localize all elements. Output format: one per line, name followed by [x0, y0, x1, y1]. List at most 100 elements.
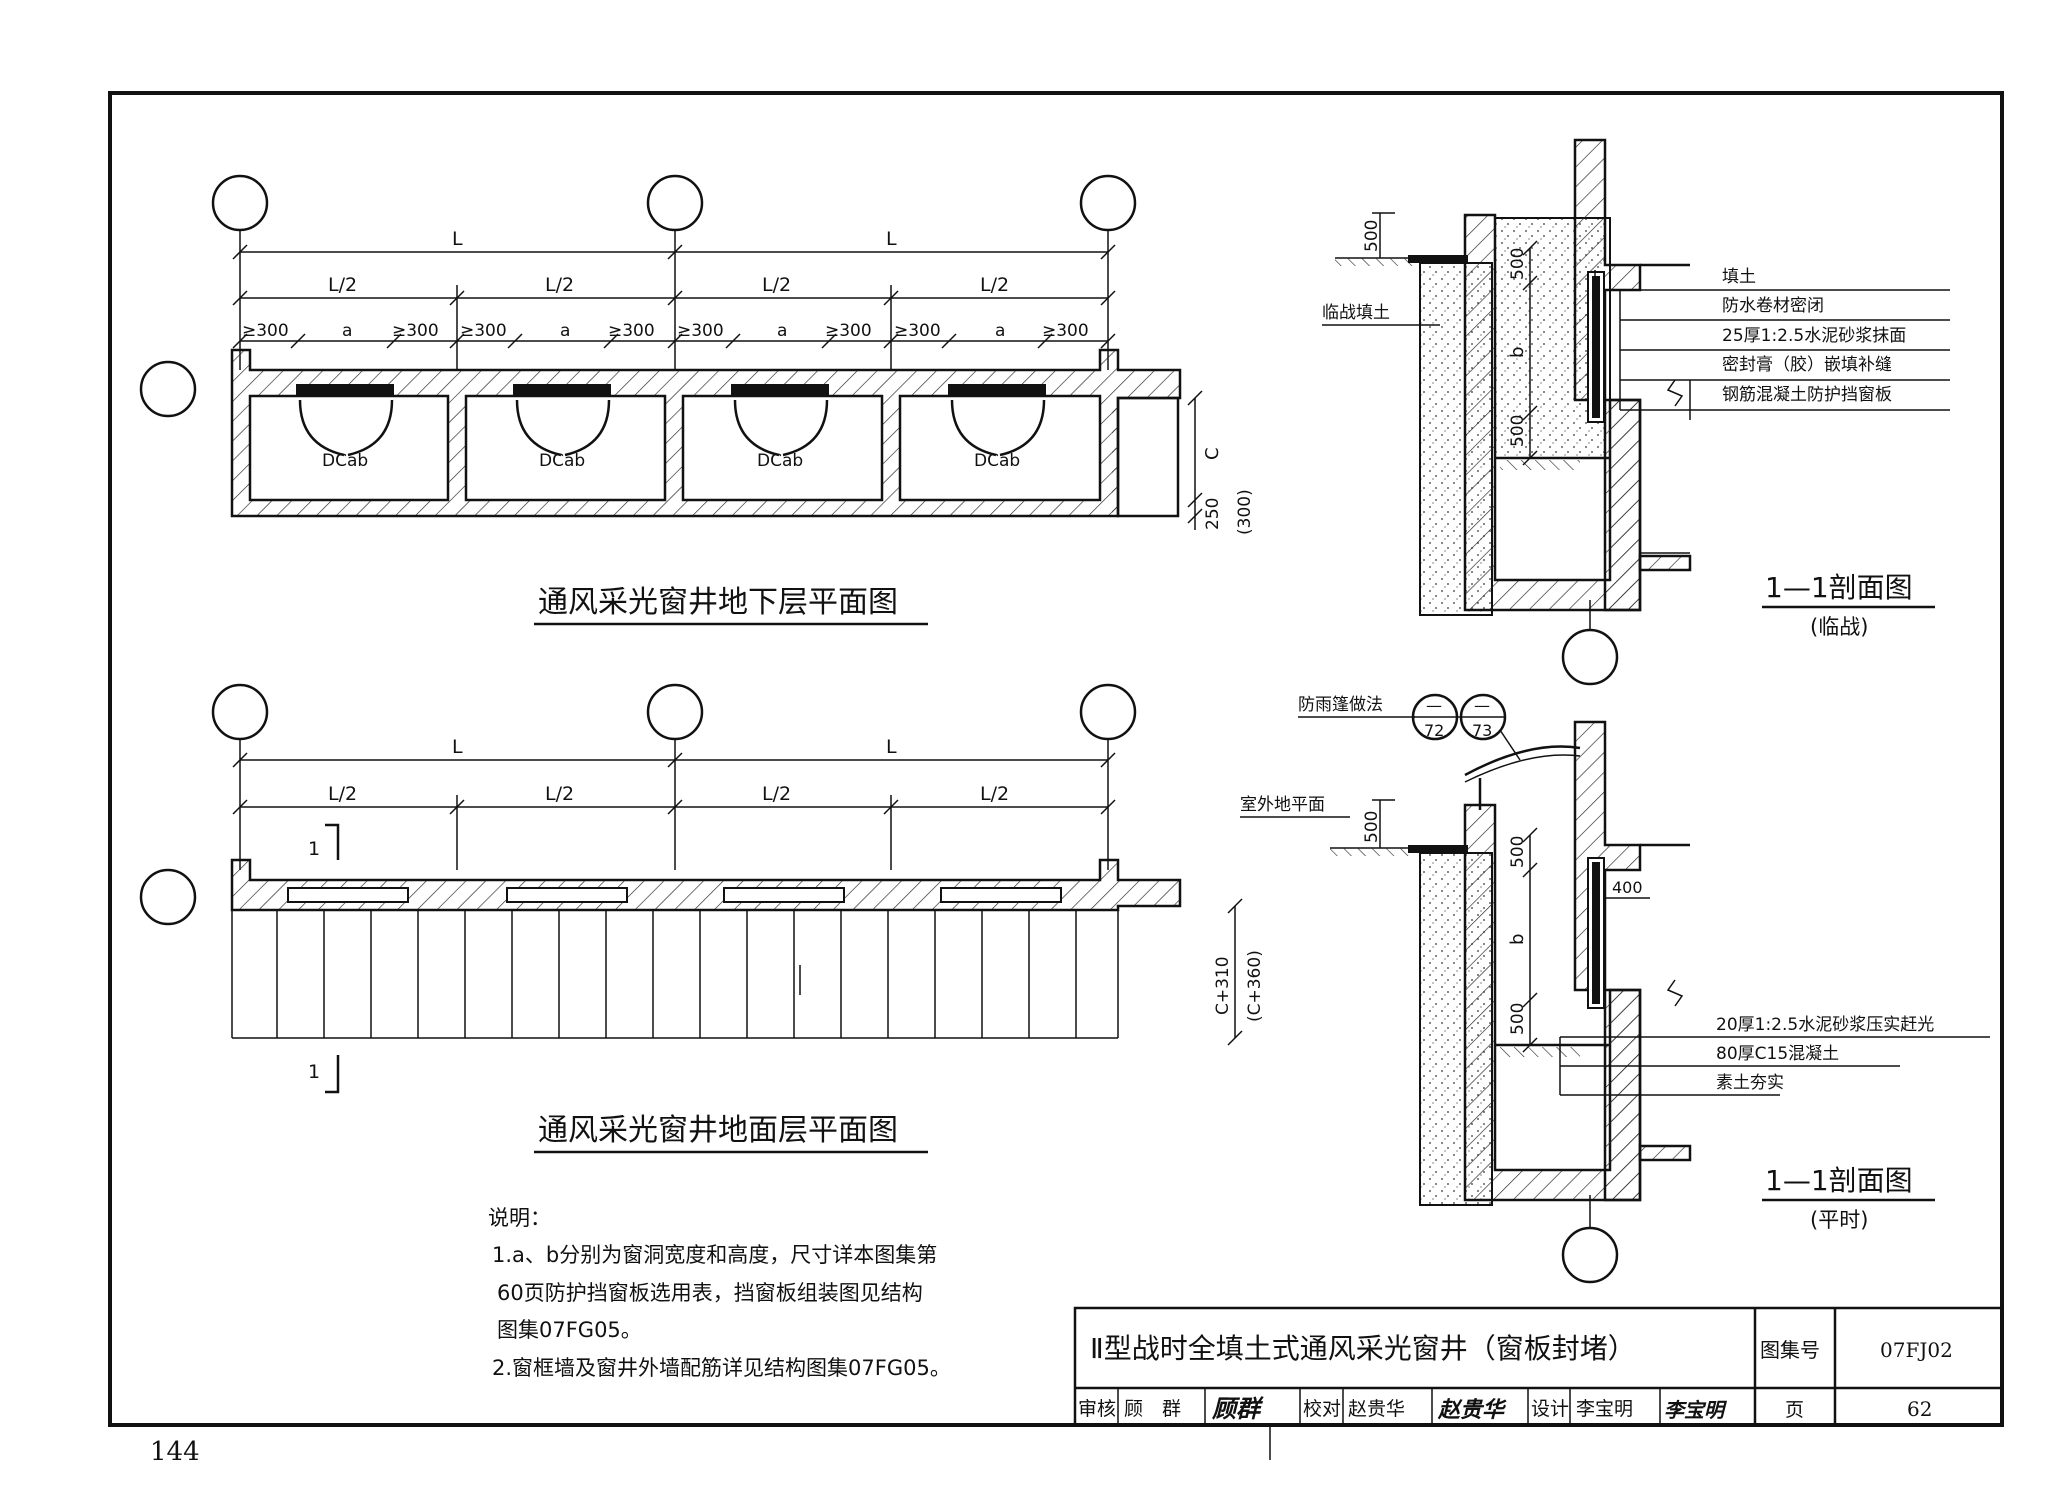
- dim-min-300: ≥300: [677, 321, 724, 341]
- callout-text: 25厚1:2.5水泥砂浆抹面: [1722, 326, 1906, 346]
- dim-a: a: [560, 321, 570, 341]
- dim-min-300: ≥300: [392, 321, 439, 341]
- dim-500: 500: [1508, 248, 1528, 280]
- dim-min-300: ≥300: [825, 321, 872, 341]
- section-title: 1—1剖面图: [1765, 1164, 1913, 1197]
- dim-L-label: L: [452, 736, 463, 758]
- page-no: 62: [1907, 1397, 1932, 1421]
- blast-door: [298, 399, 1046, 457]
- notes-line: 图集07FG05。: [497, 1318, 642, 1342]
- dim-c: C: [1202, 447, 1223, 460]
- callout-text: 防水卷材密闭: [1722, 296, 1824, 316]
- ground-plan: L L L/2 L/2 L/2 L/2 1 1: [139, 683, 1265, 1154]
- dim-half-label: L/2: [328, 274, 357, 296]
- callout-text: 素土夯实: [1716, 1073, 1784, 1093]
- section-wartime: 500 500 b 500 临战填土: [1322, 138, 1950, 686]
- grid-axis-bubble: [211, 174, 269, 232]
- section-subtitle: (临战): [1810, 615, 1868, 639]
- grid-axis-bubble: [646, 174, 704, 232]
- section-subtitle: (平时): [1810, 1208, 1868, 1232]
- dim-300: (300): [1235, 489, 1255, 535]
- canopy-ref-a: 72: [1424, 721, 1444, 740]
- dim-a: a: [777, 321, 787, 341]
- window-panel: [296, 384, 1046, 396]
- dim-400: 400: [1612, 878, 1643, 897]
- dim-half-label: L/2: [980, 274, 1009, 296]
- ref-top: —: [1474, 696, 1490, 715]
- dim-half-label: L/2: [762, 783, 791, 805]
- dim-half-label: L/2: [545, 274, 574, 296]
- atlas-label: 图集号: [1760, 1338, 1820, 1362]
- notes-line: 60页防护挡窗板选用表，挡窗板组装图见结构: [497, 1281, 923, 1305]
- callout-text: 20厚1:2.5水泥砂浆压实赶光: [1716, 1015, 1934, 1035]
- grid-axis-bubble: [211, 683, 269, 741]
- door-label: DCab: [757, 451, 803, 471]
- callout-text: 密封膏（胶）嵌填补缝: [1722, 354, 1892, 375]
- review-label: 审核: [1078, 1398, 1116, 1420]
- review-signature: 顾群: [1211, 1394, 1264, 1423]
- callout-text: 填土: [1722, 267, 1756, 287]
- page-label: 页: [1785, 1399, 1804, 1421]
- dim-b: b: [1507, 934, 1528, 945]
- section-title: 1—1剖面图: [1765, 571, 1913, 604]
- dim-a: a: [342, 321, 352, 341]
- design-signature: 李宝明: [1664, 1398, 1728, 1422]
- dim-c-310: C+310: [1213, 956, 1233, 1015]
- notes: 说明： 1.a、b分别为窗洞宽度和高度，尺寸详本图集第 60页防护挡窗板选用表，…: [488, 1206, 951, 1380]
- dim-half-label: L/2: [980, 783, 1009, 805]
- door-label: DCab: [974, 451, 1020, 471]
- door-label: DCab: [539, 451, 585, 471]
- design-name: 李宝明: [1576, 1398, 1633, 1420]
- dim-b: b: [1507, 347, 1528, 358]
- dim-min-300: ≥300: [460, 321, 507, 341]
- dim-half-label: L/2: [762, 274, 791, 296]
- sheet-border: [108, 91, 2004, 1427]
- dim-half-label: L/2: [545, 783, 574, 805]
- section-cut-mark: 1: [308, 838, 320, 860]
- dim-500: 500: [1508, 836, 1528, 868]
- backfill-hatch: [231, 910, 1119, 1039]
- dim-min-300: ≥300: [242, 321, 289, 341]
- basement-wall: [230, 348, 1182, 518]
- check-name: 赵贵华: [1348, 1398, 1405, 1420]
- notes-heading: 说明：: [488, 1206, 551, 1230]
- dim-min-300: ≥300: [894, 321, 941, 341]
- dim-c-360: (C+360): [1245, 950, 1265, 1022]
- canopy-ref-b: 73: [1472, 721, 1492, 740]
- grid-axis-bubble: [1079, 683, 1137, 741]
- review-name: 顾 群: [1124, 1398, 1181, 1420]
- dim-min-300: ≥300: [1042, 321, 1089, 341]
- dim-half-label: L/2: [328, 783, 357, 805]
- drawing-title: Ⅱ型战时全填土式通风采光窗井（窗板封堵）: [1090, 1332, 1636, 1365]
- ground-plan-title: 通风采光窗井地面层平面图: [538, 1113, 898, 1148]
- fill-label: 临战填土: [1322, 303, 1390, 323]
- canopy: [1464, 745, 1581, 777]
- ground-label: 室外地平面: [1240, 795, 1325, 815]
- callout-text: 80厚C15混凝土: [1716, 1044, 1839, 1064]
- check-signature: 赵贵华: [1437, 1397, 1507, 1423]
- grid-axis-bubble: [646, 683, 704, 741]
- dim-500: 500: [1362, 220, 1382, 252]
- notes-line: 1.a、b分别为窗洞宽度和高度，尺寸详本图集第: [492, 1243, 937, 1267]
- grid-axis-bubble: [1079, 174, 1137, 232]
- dim-a: a: [995, 321, 1005, 341]
- basement-plan: L L L/2 L/2 L/2 L/2 ≥300 ≥300 ≥300 ≥300: [139, 174, 1255, 626]
- dim-L-label: L: [452, 228, 463, 250]
- dim-L-label: L: [886, 736, 897, 758]
- notes-line: 2.窗框墙及窗井外墙配筋详见结构图集07FG05。: [492, 1356, 951, 1380]
- dim-500: 500: [1508, 1003, 1528, 1035]
- dim-min-300: ≥300: [608, 321, 655, 341]
- check-label: 校对: [1303, 1398, 1341, 1420]
- grid-axis-bubble: [1561, 1226, 1619, 1284]
- title-block: Ⅱ型战时全填土式通风采光窗井（窗板封堵） 图集号 07FJ02 页 62 审核 …: [1073, 1306, 2004, 1460]
- window-panel: [287, 887, 1062, 903]
- grid-axis-bubble: [1561, 628, 1619, 686]
- dim-500: 500: [1508, 415, 1528, 447]
- building-wall: [1573, 720, 1642, 992]
- dim-500: 500: [1362, 811, 1382, 843]
- basement-plan-title: 通风采光窗井地下层平面图: [538, 585, 898, 620]
- canopy-label: 防雨篷做法: [1298, 695, 1383, 715]
- design-label: 设计: [1531, 1398, 1569, 1420]
- grid-axis-bubble: [139, 360, 197, 418]
